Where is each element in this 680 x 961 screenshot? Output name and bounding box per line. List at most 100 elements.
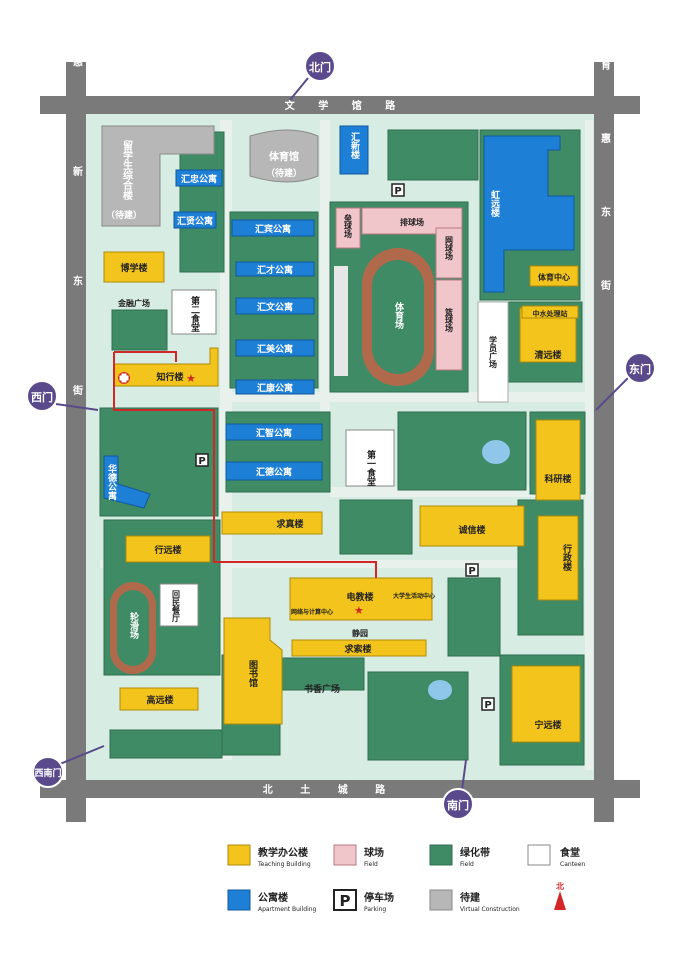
south-road [40, 780, 640, 798]
label-jingyuan: 静园 [352, 628, 368, 638]
legend-parking-icon: P [333, 889, 357, 911]
bld-huimei [235, 339, 315, 357]
svg-text:P: P [484, 700, 491, 711]
pond [482, 440, 510, 464]
legend-swatch-teaching [227, 844, 251, 866]
label-keyan: 科研楼 [544, 473, 571, 485]
bld-huizhong [175, 169, 223, 187]
label-huibin: 汇宾公寓 [255, 223, 291, 235]
label-wangluo: 网络与计算中心 [291, 608, 333, 616]
label-daxuesheng: 大学生活动中心 [393, 592, 435, 600]
bld-dier-shitang [171, 289, 217, 335]
bld-dianjiao [289, 577, 433, 621]
hospital-icon [118, 372, 130, 384]
road-h1 [222, 392, 592, 402]
label-diyi-shitang: 第一食堂 [365, 449, 377, 486]
label-lanqiu: 篮球场 [444, 307, 454, 333]
label-tiyuguan-note: （待建） [266, 167, 302, 179]
label-dianjiao: 电教楼 [346, 591, 373, 603]
legend-construction-en: Virtual Construction [460, 906, 520, 913]
bld-ningyuan [511, 665, 581, 743]
label-qingyuan: 清远楼 [534, 349, 561, 361]
label-ningyuan: 宁远楼 [534, 719, 561, 731]
legend-teaching-zh: 教学办公楼 [257, 846, 308, 859]
gate-north-label: 北门 [309, 60, 331, 74]
north-road-name: 文 学 馆 路 [285, 99, 405, 112]
legend-canteen-en: Canteen [560, 861, 585, 868]
bld-huide [225, 461, 323, 481]
bld-huade [103, 455, 151, 509]
skating-rink [110, 582, 156, 674]
label-tiyuchang: 体育场 [393, 301, 404, 330]
building-labels: 留学生综合楼 （待建） 体育馆 （待建） 汇忠公寓 汇新楼 虹远楼 汇贤公寓 汇… [106, 131, 573, 731]
gate-south[interactable]: 南门 [442, 759, 474, 820]
label-huide: 汇德公寓 [256, 466, 292, 478]
north-road [40, 96, 640, 114]
road-v3 [585, 120, 593, 770]
gate-east-label: 东门 [629, 362, 651, 376]
apartment-buildings [103, 125, 575, 509]
label-huimei: 汇美公寓 [257, 343, 293, 355]
road-h2 [330, 487, 592, 497]
legend-field-zh: 球场 [364, 846, 384, 859]
football-field [372, 260, 424, 374]
tennis-court [435, 227, 463, 279]
label-xingyuan: 行远楼 [153, 544, 181, 556]
label-huimin: 回民餐厅 [171, 590, 181, 623]
bld-boxue [103, 251, 165, 283]
label-gaoyuan: 高远楼 [146, 694, 173, 706]
legend-green-zh: 绿化带 [460, 846, 490, 859]
green-mid [339, 499, 413, 555]
student-plaza [477, 301, 509, 403]
label-shuxiang: 书香广场 [304, 683, 340, 695]
label-huixin: 汇新楼 [349, 131, 360, 160]
legend-construction-zh: 待建 [460, 891, 481, 904]
label-qiusuo: 求索楼 [344, 643, 371, 655]
green-south [367, 671, 469, 761]
road-v2 [320, 120, 330, 490]
bld-xingyuan [125, 535, 211, 563]
parking-icon: P [391, 183, 405, 197]
label-huade: 华德公寓 [106, 463, 117, 501]
construction-buildings [101, 125, 319, 227]
bld-huibin [231, 219, 315, 237]
gate-north[interactable]: 北门 [289, 50, 336, 101]
bld-zhongshui [521, 305, 579, 319]
label-liuxuesheng-note: （待建） [106, 209, 142, 221]
bld-huikang [235, 379, 315, 395]
parking-icon: P [195, 453, 209, 467]
west-road-name: 惠 新 东 街 [71, 56, 84, 444]
legend-parking-en: Parking [364, 906, 386, 913]
label-lunhua: 轮滑场 [128, 611, 139, 640]
east-road [594, 62, 614, 822]
bld-huixian [173, 211, 217, 229]
gate-southwest[interactable]: 西南门 [32, 745, 105, 788]
bld-keyan [535, 419, 581, 501]
bld-qiusuo [291, 639, 427, 657]
gate-west-label: 西门 [31, 390, 53, 404]
internal-roads [100, 120, 593, 770]
outer-roads [40, 62, 640, 822]
svg-text:P: P [394, 186, 401, 197]
green-ne1 [387, 129, 479, 181]
label-huiwen: 汇文公寓 [257, 301, 293, 313]
bld-chengxin [419, 505, 525, 547]
stands [334, 266, 348, 376]
gate-east[interactable]: 东门 [595, 352, 656, 411]
svg-text:P: P [340, 892, 351, 910]
legend-canteen-zh: 食堂 [559, 846, 580, 859]
legend-green-en: Field [460, 861, 474, 868]
label-huizhi: 汇智公寓 [256, 427, 292, 439]
road-h3 [100, 560, 590, 568]
legend-swatch-green [429, 844, 453, 866]
label-jinrong: 金融广场 [117, 298, 150, 308]
legend-swatch-construction [429, 889, 453, 911]
bld-tiyu-zhongxin [529, 265, 579, 287]
legend-apartment-en: Apartment Building [258, 906, 317, 913]
green-jinrong [111, 309, 168, 351]
gate-west[interactable]: 西门 [26, 380, 99, 412]
svg-text:P: P [198, 456, 205, 467]
bld-qiuzhen [221, 511, 323, 535]
label-huicai: 汇才公寓 [257, 264, 293, 276]
